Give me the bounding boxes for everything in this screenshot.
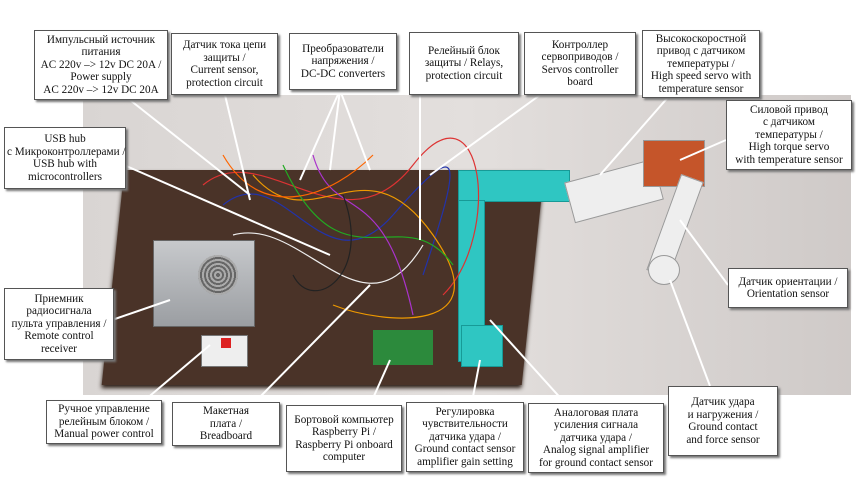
label-usb-hub: USB hub с Микроконтроллерами / USB hub w… xyxy=(4,127,126,189)
label-breadboard: Макетная плата / Breadboard xyxy=(172,402,280,446)
label-raspberry-pi: Бортовой компьютер Raspberry Pi / Raspbe… xyxy=(286,405,402,472)
label-high-speed-servo: Высокоскоростной привод с датчиком темпе… xyxy=(642,30,760,98)
label-orientation-sensor: Датчик ориентации / Orientation sensor xyxy=(728,268,848,308)
label-manual-power-control: Ручное управление релейным блоком / Manu… xyxy=(46,400,162,444)
label-servo-controller: Контроллер сервоприводов / Servos contro… xyxy=(524,32,636,95)
label-gain-setting: Регулировка чувствительности датчика уда… xyxy=(406,402,524,472)
red-button xyxy=(221,338,231,348)
label-dc-dc-converters: Преобразователи напряжения / DC-DC conve… xyxy=(289,33,397,90)
fan-icon xyxy=(198,255,238,295)
label-rc-receiver: Приемник радиосигнала пульта управления … xyxy=(4,288,114,360)
label-ground-contact-sensor: Датчик удара и нагружения / Ground conta… xyxy=(668,386,778,456)
label-high-torque-servo: Силовой привод с датчиком температуры / … xyxy=(726,100,852,170)
raspberry-pi-board xyxy=(373,330,433,365)
label-relays: Релейный блок защиты / Relays, protectio… xyxy=(409,32,519,95)
label-analog-amplifier: Аналоговая плата усиления сигнала датчик… xyxy=(528,403,664,473)
label-current-sensor: Датчик тока цепи защиты / Current sensor… xyxy=(171,33,278,95)
label-power-supply: Импульсный источник питания AC 220v –> 1… xyxy=(34,30,168,100)
